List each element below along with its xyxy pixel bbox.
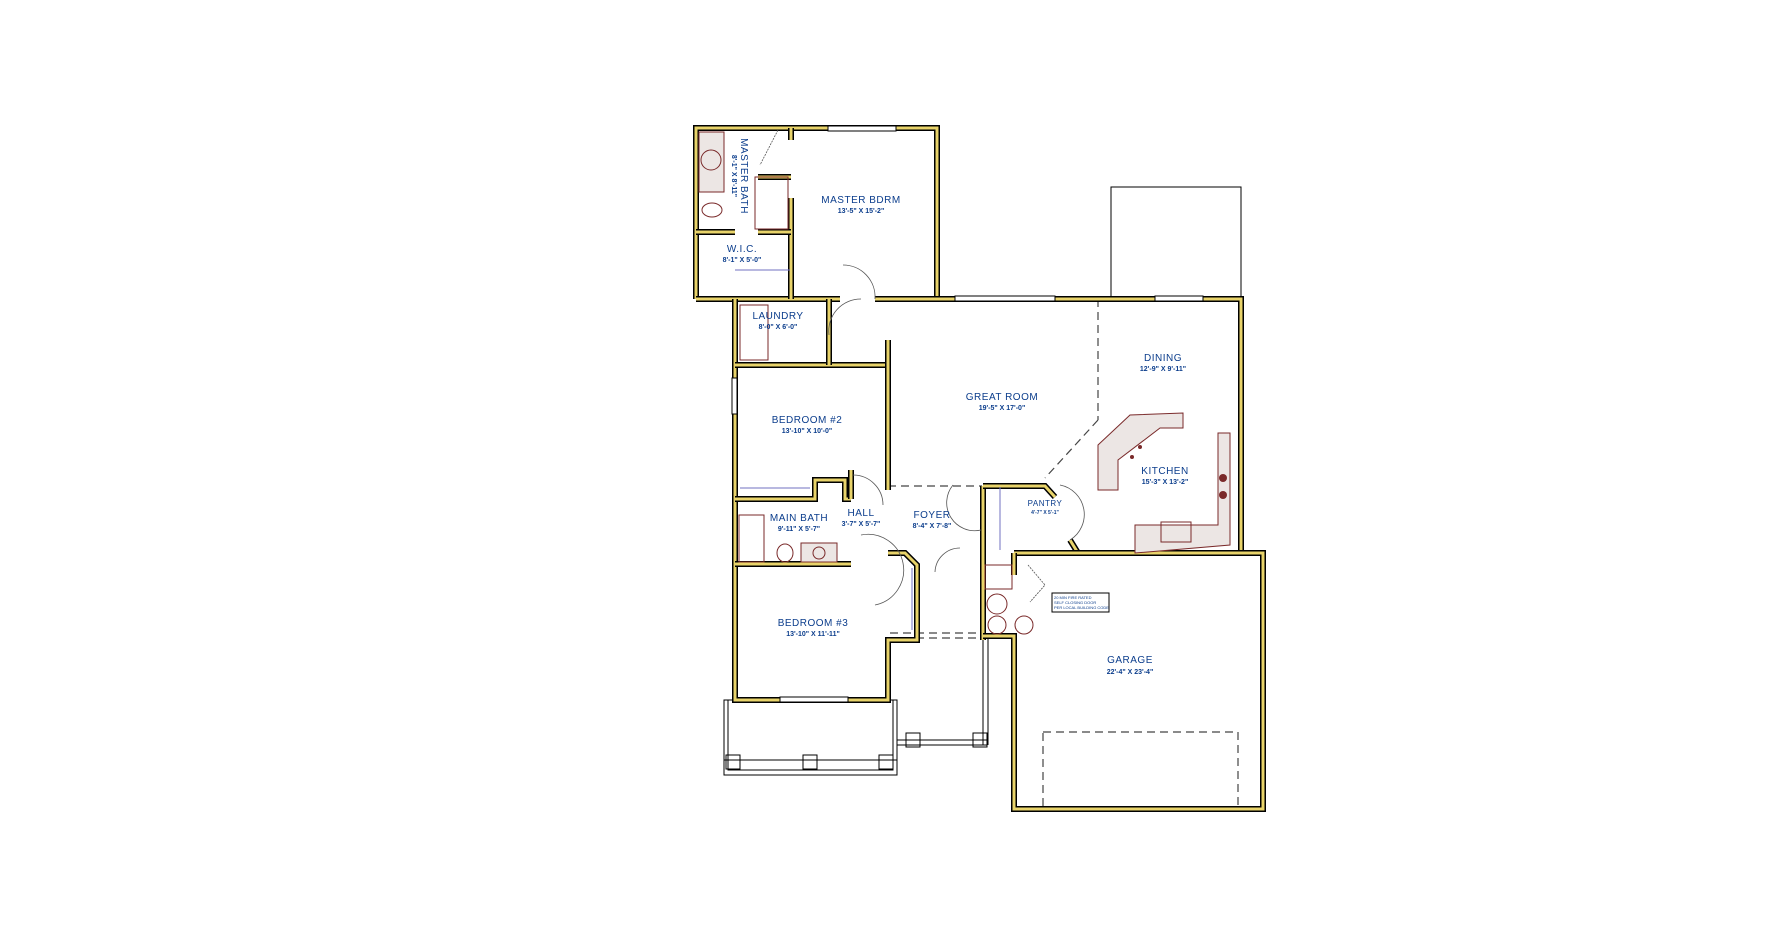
water-heater-icon <box>986 593 1008 615</box>
wall-segment <box>693 125 940 299</box>
svg-text:20 MIN FIRE RATED: 20 MIN FIRE RATED <box>1054 595 1092 600</box>
room-name-great-room: GREAT ROOM <box>966 392 1038 403</box>
vanity <box>800 542 838 563</box>
wall-segment <box>983 550 1266 812</box>
sink-icon <box>1160 521 1192 543</box>
room-name-main-bath: MAIN BATH <box>770 513 828 524</box>
wall-segment <box>735 477 851 502</box>
wall-segment <box>733 299 919 702</box>
bathtub <box>738 514 765 563</box>
room-name-dining: DINING <box>1144 353 1182 364</box>
kitchen-counter <box>1134 432 1231 554</box>
kitchen-island <box>1097 412 1184 491</box>
svg-text:8'-0" X 6'-0": 8'-0" X 6'-0" <box>759 324 798 331</box>
sink-icon <box>700 149 722 171</box>
svg-text:19'-5" X 17'-0": 19'-5" X 17'-0" <box>979 405 1026 412</box>
room-name-bedroom-2: BEDROOM #2 <box>772 415 843 426</box>
svg-text:13'-10" X 10'-0": 13'-10" X 10'-0" <box>782 428 832 435</box>
svg-text:8'-1" X 8'-11": 8'-1" X 8'-11" <box>730 155 737 197</box>
windows <box>731 125 1204 703</box>
svg-text:8'-4" X 7'-8": 8'-4" X 7'-8" <box>913 523 952 530</box>
svg-text:PER LOCAL BUILDING CODE: PER LOCAL BUILDING CODE <box>1054 605 1109 610</box>
furnace-icon <box>987 615 1007 635</box>
wall-segment <box>983 484 1057 499</box>
svg-text:13'-10" X 11'-11": 13'-10" X 11'-11" <box>786 631 840 638</box>
svg-text:13'-5" X 15'-2": 13'-5" X 15'-2" <box>838 208 885 215</box>
wall-segment <box>735 478 851 501</box>
garage-door-outline <box>1042 731 1239 809</box>
sink-icon <box>812 546 826 560</box>
room-name-pantry: PANTRY <box>1028 499 1063 508</box>
toilet-icon <box>776 543 794 563</box>
svg-text:12'-9" X 9'-11": 12'-9" X 9'-11" <box>1140 366 1186 373</box>
svg-text:9'-11" X 5'-7": 9'-11" X 5'-7" <box>778 526 820 533</box>
furnace-icon <box>1014 615 1034 635</box>
cooktop-burner <box>1219 491 1227 499</box>
svg-text:3'-7" X 5'-7": 3'-7" X 5'-7" <box>842 521 881 528</box>
room-name-master-bdrm: MASTER BDRM <box>821 195 900 206</box>
vanity <box>698 131 725 193</box>
room-name-hall: HALL <box>847 508 874 519</box>
svg-text:15'-3" X 13'-2": 15'-3" X 13'-2" <box>1142 479 1189 486</box>
svg-text:22'-4" X 23'-4": 22'-4" X 23'-4" <box>1107 669 1154 676</box>
svg-text:4'-7" X 5'-1": 4'-7" X 5'-1" <box>1031 510 1059 516</box>
room-labels: MASTER BDRM 13'-5" X 15'-2" MASTER BATH … <box>723 138 1189 676</box>
room-openings <box>888 299 1099 487</box>
garage-fire-door-note: 20 MIN FIRE RATED SELF CLOSING DOOR PER … <box>1051 592 1110 613</box>
room-name-master-bath: MASTER BATH <box>738 138 749 214</box>
room-name-kitchen: KITCHEN <box>1141 466 1188 477</box>
doors <box>759 129 1085 606</box>
room-name-wic: W.I.C. <box>727 244 757 255</box>
room-name-bedroom-3: BEDROOM #3 <box>778 618 849 629</box>
wall-segment <box>983 551 1265 811</box>
svg-text:8'-1" X 5'-0": 8'-1" X 5'-0" <box>723 257 762 264</box>
svg-text:SELF CLOSING DOOR: SELF CLOSING DOOR <box>1054 600 1096 605</box>
wall-segment <box>694 126 939 299</box>
fixtures <box>698 131 1231 635</box>
cooktop-burner <box>1219 474 1227 482</box>
room-name-laundry: LAUNDRY <box>752 311 803 322</box>
front-porch <box>723 632 989 776</box>
shower <box>754 176 789 230</box>
room-name-garage: GARAGE <box>1107 655 1153 666</box>
patio-outline <box>1110 186 1242 300</box>
washer-dryer <box>739 304 769 361</box>
room-name-foyer: FOYER <box>914 510 951 521</box>
wall-segment <box>983 483 1058 500</box>
toilet-icon <box>701 202 723 218</box>
mudroom-bench <box>984 564 1013 590</box>
